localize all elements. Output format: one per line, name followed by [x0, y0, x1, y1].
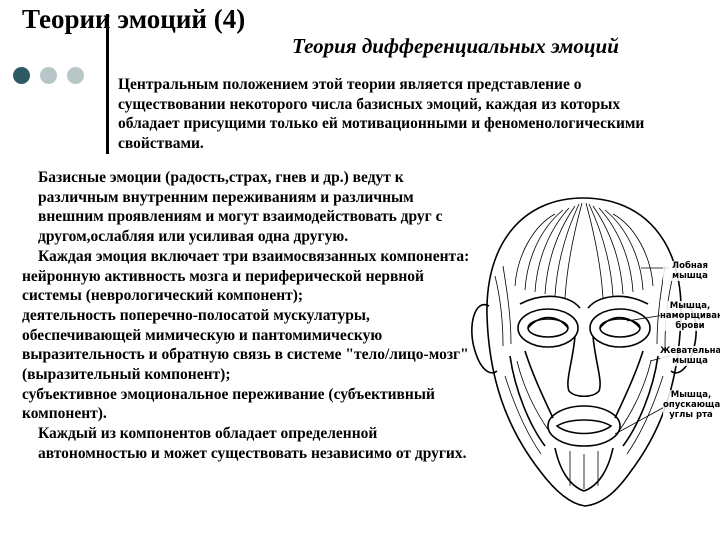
- body-paragraph-subjective: субъективное эмоциональное переживание (…: [22, 385, 435, 423]
- vertical-divider: [106, 14, 109, 154]
- nose: [567, 335, 601, 398]
- left-ear: [471, 303, 498, 374]
- facial-muscles-figure: Лобная мышца Мышца, наморщивающая брови …: [445, 186, 720, 536]
- decor-dot-3: [67, 67, 84, 84]
- head-outline: [486, 197, 682, 507]
- body-paragraph-autonomy: Каждый из компонентов обладает определен…: [38, 425, 467, 462]
- intro-paragraph: Центральным положением этой теории являе…: [118, 76, 645, 152]
- slide-subtitle: Теория дифференциальных эмоций: [292, 34, 619, 58]
- label-corrugator-muscle: Мышца, наморщивающая брови: [660, 301, 720, 331]
- label-frontal-muscle: Лобная мышца: [663, 261, 717, 281]
- body-paragraph-components-intro: Каждая эмоция включает три взаимосвязанн…: [38, 247, 470, 265]
- body-paragraph-basic-emotions: Базисные эмоции (радость,страх, гнев и д…: [38, 169, 443, 246]
- slide-title: Теории эмоций (4): [22, 4, 246, 34]
- label-depressor-muscle: Мышца, опускающая углы рта: [663, 390, 720, 420]
- mouth: [555, 419, 613, 435]
- face-muscles-illustration: [471, 197, 697, 507]
- label-masseter-muscle: Жевательная мышца: [660, 346, 720, 366]
- decor-dot-1: [13, 67, 30, 84]
- body-paragraph-expressive: деятельность поперечно-полосатой мускула…: [22, 306, 469, 384]
- body-text: Базисные эмоции (радость,страх, гнев и д…: [22, 168, 482, 464]
- body-paragraph-neurological: нейронную активность мозга и периферичес…: [22, 267, 424, 305]
- decor-dot-2: [40, 67, 57, 84]
